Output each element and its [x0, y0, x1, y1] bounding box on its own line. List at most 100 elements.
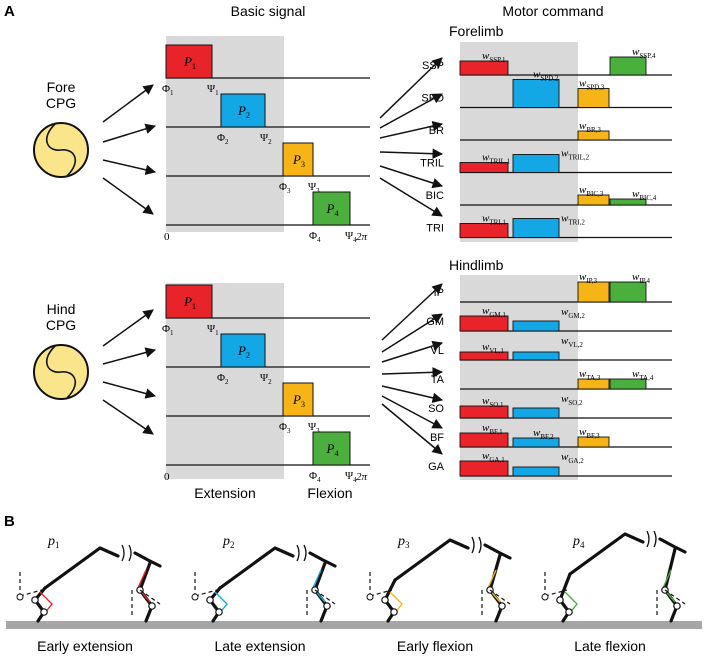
fore-leg-3 [383, 578, 397, 623]
hind-basic-pulse-label-3: P3 [292, 392, 305, 409]
hind-basic-phi-3-sub: 3 [287, 427, 291, 435]
hind-muscle-SO: SO [428, 403, 444, 415]
hind-basic-phi-4: Φ4 [309, 470, 321, 484]
hind-basic-pulse-label-4-sub: 4 [334, 449, 338, 458]
hind-SO-weight-2-main: w [561, 393, 569, 405]
fore-basic-psi-4-sub: 4 [353, 236, 357, 244]
fore-basic-phi-1-main: Φ [162, 83, 170, 95]
hindlimb-fan-arrow-5 [381, 385, 444, 403]
fore-dashed-b-3 [369, 589, 393, 597]
hind-basic-psi-3: Ψ3 [308, 421, 320, 435]
fore-TRIL-weight-1-sub: TRIL,1 [489, 158, 510, 166]
fore-SPD-weight-3: wSPD,3 [579, 78, 605, 92]
hind-GA-block-1 [459, 460, 509, 477]
hind-basic-pulse-2 [220, 333, 266, 368]
joint-1-1 [31, 596, 39, 604]
fore-basic-psi-3-sub: 3 [316, 187, 320, 195]
joint-2-1 [206, 596, 214, 604]
fore-basic-phi-4: Φ4 [309, 230, 321, 244]
fore-SSP-weight-1: wSSP,1 [482, 50, 506, 64]
joint-4-1 [556, 596, 564, 604]
hind-TA-weight-4: wTA,4 [632, 368, 654, 382]
fore-BIC-block-3 [577, 194, 610, 206]
fore-dashed-joint-2 [191, 593, 199, 601]
phase-caption-4: Late flexion [574, 638, 646, 654]
fore-SSP-weight-4-main: w [632, 46, 640, 58]
hind-basic-pulse-label-1-sub: 1 [192, 302, 196, 311]
fore-basic-pulse-2 [220, 93, 266, 128]
fore-basic-pulse-label-1-sub: 1 [192, 62, 196, 71]
forelimb-fan-arrow-3 [379, 120, 444, 139]
hind-basic-psi-2: Ψ2 [260, 372, 272, 386]
fore-TRI-weight-2-main: w [561, 213, 569, 225]
panel-b-label: B [4, 513, 15, 530]
hind-muscle-IP: IP [434, 287, 444, 299]
fore-SPD-weight-3-sub: SPD,3 [586, 84, 605, 92]
hind-GA-weight-2: wGA,2 [561, 451, 584, 465]
fore-BR-weight-3: wBR,3 [579, 120, 601, 134]
stick-figure-3 [366, 536, 512, 623]
hind-SO-block-1 [459, 405, 509, 419]
fore-SPD-weight-2-main: w [533, 69, 541, 81]
phase-label-4-main: p [572, 534, 580, 549]
phase-label-1: p1 [47, 534, 60, 550]
hind-BF-weight-2-main: w [533, 427, 541, 439]
spine-break-2 [296, 544, 307, 562]
hind-cpg-arrow-4 [102, 399, 154, 435]
hind-IP-weight-4-sub: IP,4 [639, 277, 650, 285]
fore-TRI-weight-2: wTRI,2 [561, 213, 585, 227]
hind-TA-weight-3: wTA,3 [579, 368, 601, 382]
hind-basic-psi-1: Ψ1 [207, 323, 219, 337]
fore-basic-pulse-3 [282, 142, 314, 177]
phase-caption-2: Late extension [214, 638, 305, 654]
hind-TA-weight-4-main: w [632, 368, 640, 380]
fore-SPD-weight-2-sub: SPD,2 [540, 75, 559, 83]
hind-IP-weight-4-main: w [632, 271, 640, 283]
hind-SO-weight-2: wSO,2 [561, 393, 583, 407]
hind-basic-phi-4-main: Φ [309, 470, 317, 482]
hind-leg-4 [663, 547, 679, 623]
fore-muscle-BIC: BIC [426, 190, 444, 202]
spine-front-1 [43, 546, 120, 590]
hind-IP-block-4 [609, 281, 647, 303]
fore-basic-phi-3-sub: 3 [287, 187, 291, 195]
hind-GM-weight-1: wGM,1 [482, 305, 506, 319]
hind-BF-weight-3: wBF,3 [579, 426, 600, 440]
hind-basic-psi-4-sub: 4 [353, 476, 357, 484]
joint-3-2 [390, 608, 398, 616]
spine-break-1 [121, 544, 132, 562]
hind-basic-psi-4-main: Ψ [345, 470, 354, 482]
hind-basic-phi-1: Φ1 [162, 323, 174, 337]
fore-basic-psi-3-main: Ψ [308, 181, 317, 193]
hind-BF-block-3 [577, 436, 610, 448]
fore-basic-phi-3-main: Φ [279, 181, 287, 193]
hind-VL-weight-1-sub: VL,1 [489, 347, 504, 355]
fore-basic-psi-1-main: Ψ [207, 83, 216, 95]
hindlimb-fan-arrow-2 [381, 313, 443, 353]
hind-VL-weight-1: wVL,1 [482, 341, 504, 355]
hind-TA-block-3 [577, 378, 610, 390]
fore-basic-pulse-4 [312, 191, 351, 226]
phase-label-4: p4 [572, 534, 585, 550]
flexion-label: Flexion [307, 485, 352, 501]
fore-dashed-b-1 [19, 589, 43, 597]
hindlimb-title: Hindlimb [449, 257, 504, 273]
fore-TRI-weight-1-sub: TRI,1 [489, 219, 506, 227]
hind-IP-weight-3: wIP,3 [579, 271, 598, 285]
fore-dashed-joint-1 [16, 593, 24, 601]
fore-basic-psi-2-sub: 2 [268, 138, 272, 146]
spine-rear-3 [483, 543, 512, 560]
phase-label-4-sub: 4 [580, 540, 585, 550]
fore-dashed-b-4 [544, 589, 568, 597]
fore-TRIL-weight-2-sub: TRIL,2 [568, 154, 589, 162]
hind-BF-weight-1: wBF,1 [482, 422, 503, 436]
hind-cpg-label-line1: Hind [47, 301, 76, 317]
phase-caption-1: Early extension [37, 638, 133, 654]
fore-BIC-block-4 [609, 198, 647, 206]
fore-BIC-weight-4-main: w [632, 188, 640, 200]
hind-basic-zero-label: 0 [164, 471, 170, 483]
fore-BR-weight-3-sub: BR,3 [586, 126, 601, 134]
fore-TRI-weight-2-sub: TRI,2 [568, 219, 585, 227]
